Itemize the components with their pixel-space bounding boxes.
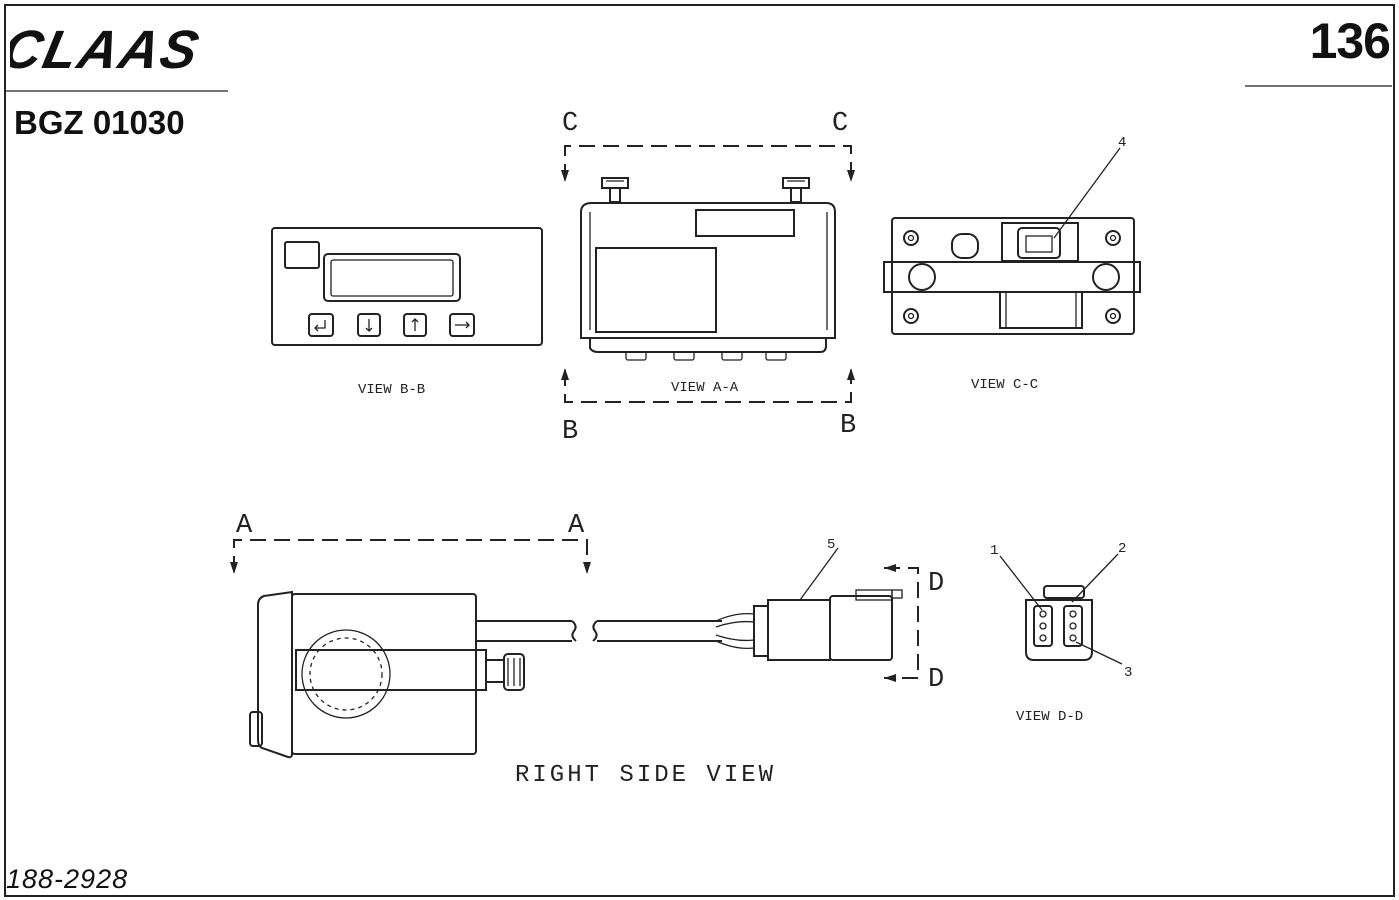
callout-3: 3 <box>1124 665 1132 681</box>
section-letter-c-left: C <box>562 109 578 139</box>
sheet-border <box>4 4 1395 897</box>
section-letter-b-left: B <box>562 417 578 447</box>
section-letter-a-right: A <box>568 511 585 541</box>
view-aa-label: VIEW A-A <box>671 380 739 396</box>
view-dd-connector-face <box>999 553 1123 665</box>
indicator-window <box>284 241 320 269</box>
right-side-view-label: RIGHT SIDE VIEW <box>515 762 776 789</box>
view-aa-top-view <box>561 145 855 403</box>
callout-leader-4 <box>1053 147 1121 239</box>
down-arrow-key-icon <box>357 313 381 337</box>
view-cc-label: VIEW C-C <box>971 377 1038 393</box>
callout-leader-5 <box>799 547 839 601</box>
view-bb-label: VIEW B-B <box>358 382 425 398</box>
page-number: 136 <box>1309 13 1391 69</box>
callout-4: 4 <box>1118 135 1126 151</box>
callout-leader-2 <box>1071 553 1119 603</box>
callout-5: 5 <box>827 537 835 553</box>
right-side-view <box>230 539 919 759</box>
section-letter-d-top: D <box>928 569 944 599</box>
claas-logo: CLAAS <box>10 20 206 78</box>
brand-wordmark: CLAAS <box>10 20 206 78</box>
callout-2: 2 <box>1118 541 1126 557</box>
view-dd-label: VIEW D-D <box>1016 709 1083 725</box>
display-lcd <box>330 259 454 297</box>
section-letter-d-bottom: D <box>928 665 944 695</box>
view-cc-rear-view <box>883 147 1141 335</box>
callout-leader-1 <box>999 555 1043 611</box>
enter-key-icon <box>308 313 334 337</box>
view-bb-front-panel <box>271 227 543 346</box>
section-letter-c-right: C <box>832 109 848 139</box>
document-number: 188-2928 <box>6 864 129 894</box>
right-arrow-key-icon <box>449 313 475 337</box>
section-letter-a-left: A <box>236 511 253 541</box>
callout-leader-3 <box>1075 641 1123 665</box>
section-letter-b-right: B <box>840 411 856 441</box>
callout-1: 1 <box>990 543 998 559</box>
display-outer <box>323 253 461 302</box>
up-arrow-key-icon <box>403 313 427 337</box>
part-number: BGZ 01030 <box>14 104 185 141</box>
